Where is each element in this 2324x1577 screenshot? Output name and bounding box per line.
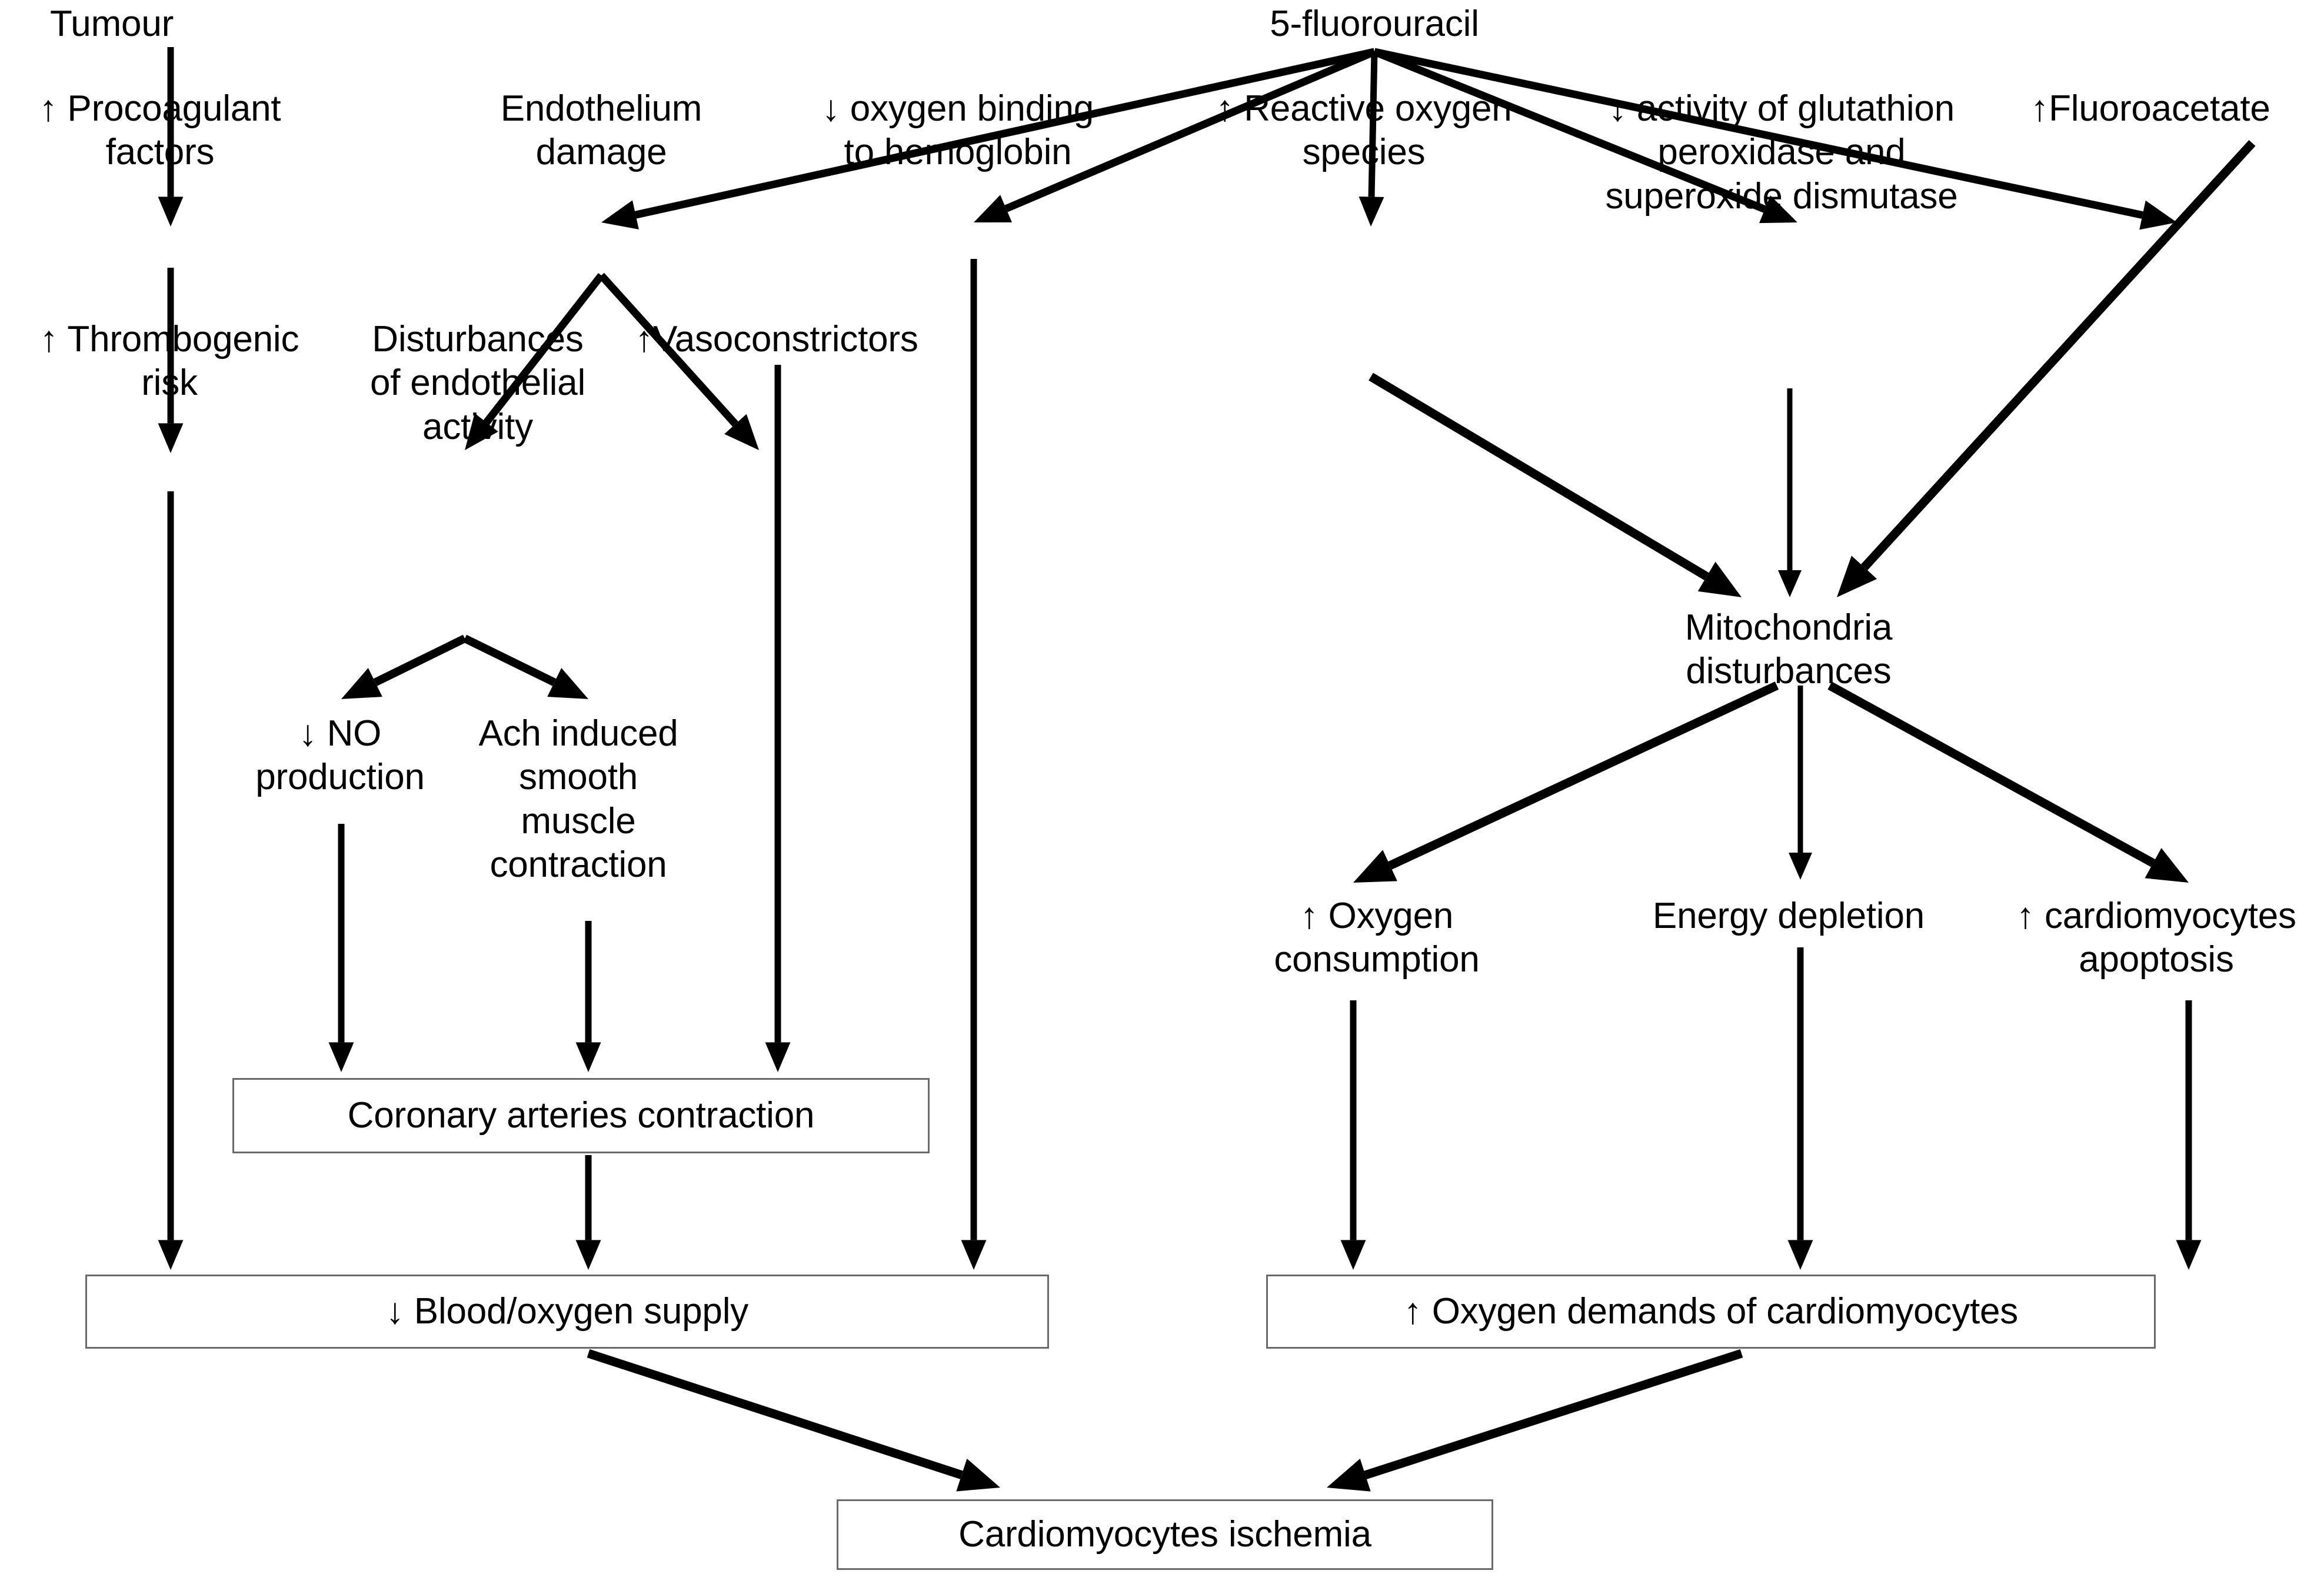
edge-disturbances-to-ach-induced (462, 634, 588, 699)
arrowhead-icon (2176, 1240, 2202, 1270)
node-fluorouracil: 5-fluorouracil (1270, 4, 1479, 44)
edge-apoptosis-to-oxygen-demands-box (2176, 1000, 2202, 1270)
edge-mitochondria-to-oxygen-consumption (1353, 681, 1779, 883)
edge-no-production-to-coronary-box (328, 824, 354, 1072)
node-ischemia-box: Cardiomyocytes ischemia (837, 1499, 1493, 1570)
edge-thrombogenic-to-blood-supply-box (158, 491, 184, 1270)
node-blood-supply-box: ↓ Blood/oxygen supply (85, 1275, 1049, 1349)
arrowhead-icon (1789, 853, 1812, 880)
arrowhead-icon (1778, 570, 1802, 597)
arrowhead-icon (1759, 195, 1797, 224)
arrowhead-icon (1697, 561, 1742, 597)
arrowhead-icon (601, 200, 639, 229)
edge-shaft (598, 272, 738, 427)
edge-shaft (587, 1349, 963, 1479)
edge-shaft (1373, 48, 1766, 213)
arrowhead-icon (158, 423, 184, 453)
node-energy-depletion: Energy depletion (1652, 896, 1925, 936)
arrowhead-icon (575, 1042, 601, 1072)
edge-ach-induced-to-coronary-box (575, 921, 601, 1072)
edge-energy-depletion-to-oxygen-demands-box (1787, 947, 1813, 1270)
edge-fluorouracil-to-fluoroacetate (1373, 48, 2177, 230)
arrowhead-icon (547, 668, 588, 699)
edge-coronary-box-to-blood-supply-box (575, 1155, 601, 1270)
edge-shaft (634, 48, 1376, 219)
edge-shaft (1004, 48, 1376, 212)
arrowhead-icon (2139, 200, 2177, 230)
edge-endothelium-to-vasoconstrictors (598, 272, 759, 450)
arrowhead-icon (1340, 1240, 1366, 1270)
node-procoagulant: ↑ Procoagulant factors (39, 88, 281, 173)
arrowhead-icon (961, 1240, 987, 1270)
edge-fluorouracil-to-reactive-oxygen (1359, 51, 1384, 227)
node-fluoroacetate: ↑Fluoroacetate (2030, 88, 2270, 129)
edge-tumour-to-procoagulant (158, 47, 184, 227)
node-oxygen-binding: ↓ oxygen binding to hemoglobin (821, 88, 1094, 173)
node-vasoconstrictors: ↑Vasoconstrictors (635, 319, 918, 360)
edge-fluorouracil-to-oxygen-binding (974, 48, 1376, 222)
arrowhead-icon (341, 668, 382, 699)
node-glutathion: ↓ activity of glutathion peroxidase and … (1605, 88, 1958, 217)
edge-fluoroacetate-to-mitochondria (1837, 139, 2256, 597)
node-no-production: ↓ NO production (255, 713, 425, 798)
edge-shaft (1373, 48, 2143, 219)
edge-shaft (373, 634, 467, 686)
edge-mitochondria-to-energy-depletion (1789, 686, 1812, 880)
node-coronary-box: Coronary arteries contraction (232, 1078, 930, 1153)
node-tumour: Tumour (49, 4, 174, 44)
edge-shaft (1368, 51, 1378, 197)
arrowhead-icon (1787, 1240, 1813, 1270)
edge-fluorouracil-to-endothelium (601, 48, 1376, 229)
edge-endothelium-to-disturbances (465, 272, 605, 450)
edge-oxygen-consumption-to-oxygen-demands-box (1340, 1000, 1366, 1270)
arrowhead-icon (2145, 848, 2189, 883)
edge-oxygen-demands-box-to-ischemia-box (1327, 1349, 1743, 1492)
edge-oxygen-binding-to-blood-supply-box (961, 259, 987, 1270)
node-ach-induced: Ach induced smooth muscle contraction (478, 713, 678, 886)
arrowhead-icon (974, 195, 1012, 222)
edge-fluorouracil-to-glutathion (1373, 48, 1797, 224)
node-thrombogenic: ↑ Thrombogenic risk (39, 319, 299, 404)
arrowhead-icon (328, 1042, 354, 1072)
node-apoptosis: ↑ cardiomyocytes apoptosis (2016, 896, 2296, 980)
node-reactive-oxygen: ↑ Reactive oxygen species (1216, 88, 1512, 173)
arrowhead-icon (1353, 850, 1397, 883)
arrowhead-icon (1359, 196, 1384, 227)
arrowhead-icon (724, 414, 759, 450)
node-endothelium: Endothelium damage (500, 88, 702, 173)
node-disturbances: Disturbances of endothelial activity (369, 319, 586, 447)
arrowhead-icon (575, 1240, 601, 1270)
arrowhead-icon (1327, 1458, 1371, 1492)
arrowhead-icon (158, 1240, 184, 1270)
edge-shaft (1827, 681, 2156, 867)
edge-vasoconstrictors-to-coronary-box (765, 365, 791, 1072)
edge-shaft (462, 634, 557, 686)
edge-reactive-oxygen-to-mitochondria (1369, 372, 1742, 597)
node-oxygen-consumption: ↑ Oxygen consumption (1274, 896, 1480, 980)
node-oxygen-demands-box: ↑ Oxygen demands of cardiomyocytes (1266, 1275, 2156, 1349)
edge-mitochondria-to-apoptosis (1827, 681, 2189, 883)
edge-blood-supply-box-to-ischemia-box (587, 1349, 1000, 1492)
edge-disturbances-to-no-production (341, 634, 467, 699)
arrowhead-icon (1837, 555, 1877, 597)
arrowhead-icon (956, 1458, 1000, 1492)
edge-shaft (483, 272, 605, 425)
edge-shaft (1388, 681, 1779, 870)
arrowhead-icon (465, 413, 498, 450)
edge-shaft (1364, 1349, 1743, 1479)
edge-shaft (1369, 372, 1709, 581)
edge-glutathion-to-mitochondria (1778, 388, 1802, 597)
node-mitochondria: Mitochondria disturbances (1684, 607, 1893, 692)
arrowhead-icon (158, 197, 184, 227)
edge-procoagulant-to-thrombogenic (158, 268, 184, 453)
edge-shaft (1861, 139, 2256, 571)
arrowhead-icon (765, 1042, 791, 1072)
